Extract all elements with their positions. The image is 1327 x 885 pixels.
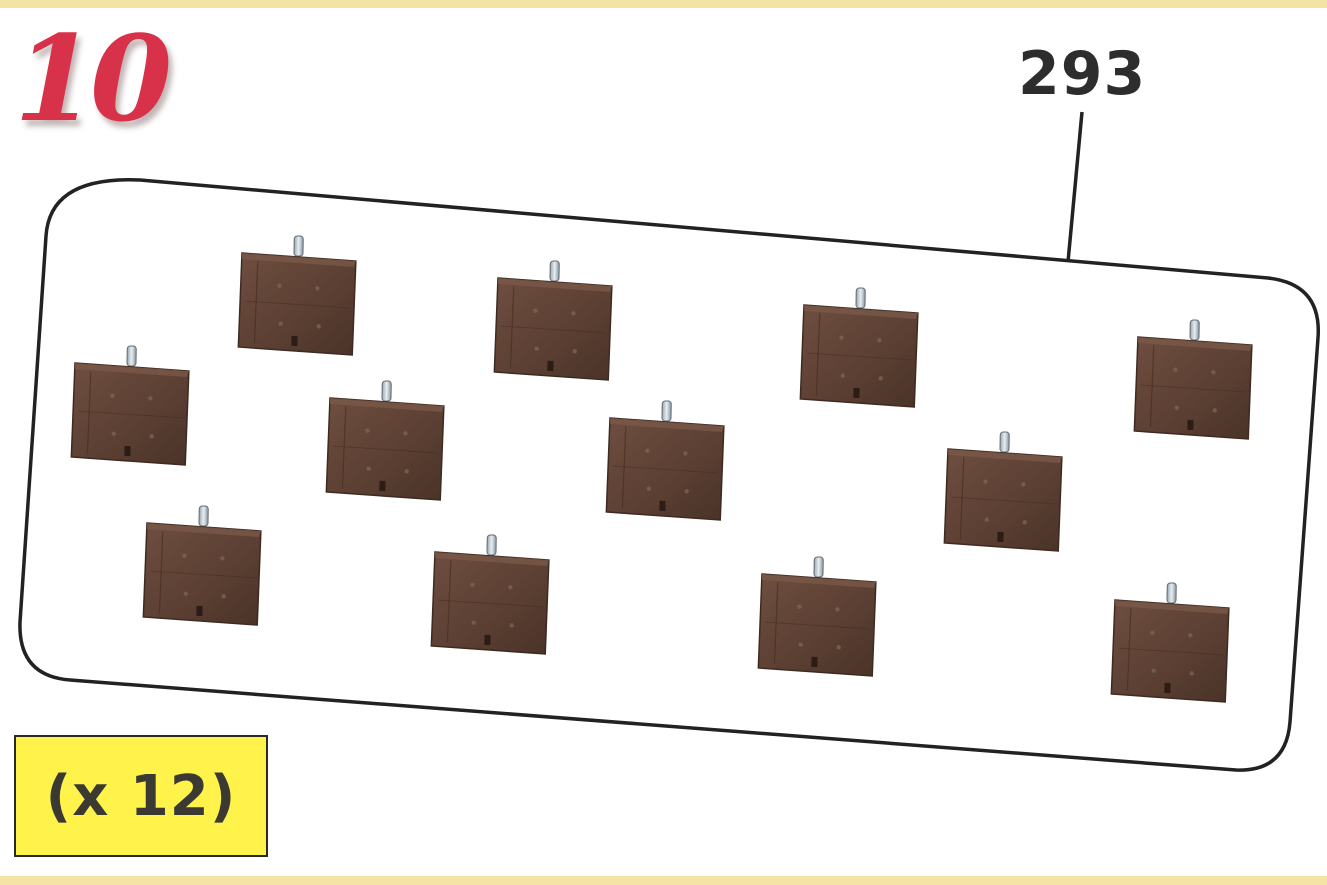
part-leader-line [1068, 112, 1082, 262]
quantity-label: (x 12) [46, 764, 237, 829]
quantity-box: (x 12) [14, 735, 268, 857]
